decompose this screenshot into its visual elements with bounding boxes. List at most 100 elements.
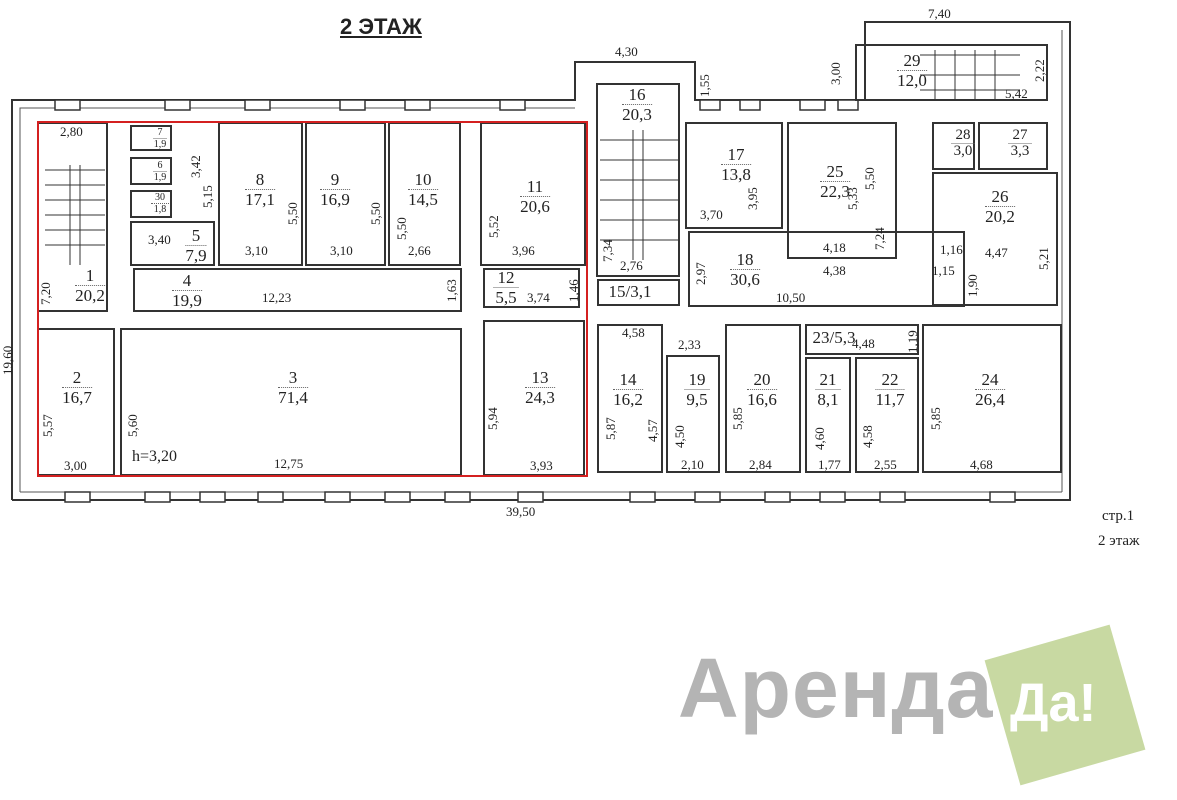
dimension: 5,52	[486, 215, 501, 238]
dimension: 1,90	[965, 274, 980, 297]
dimension: 5,42	[1005, 86, 1028, 101]
room-7	[130, 125, 172, 151]
dimension: 2,84	[749, 457, 772, 472]
dimension: 1,63	[444, 279, 459, 302]
room-27	[978, 122, 1048, 170]
dimension: 5,94	[485, 407, 500, 430]
room-19	[666, 355, 720, 473]
dimension: 3,74	[527, 290, 550, 305]
dimension: 3,40	[148, 232, 171, 247]
room-8	[218, 122, 303, 266]
room-20	[725, 324, 801, 473]
room-21	[805, 357, 851, 473]
dimension: 3,10	[245, 243, 268, 258]
dimension: 2,80	[60, 124, 83, 139]
room-12	[483, 268, 580, 308]
logo-badge-text: Да!	[1010, 673, 1097, 733]
dimension: 5,50	[862, 167, 877, 190]
dimension: 3,93	[530, 458, 553, 473]
dimension: 4,38	[823, 263, 846, 278]
dimension: 2,55	[874, 457, 897, 472]
page-number: стр.1	[1102, 508, 1135, 524]
ceiling-height: h=3,20	[132, 448, 178, 465]
floor-note: 2 этаж	[1098, 533, 1140, 549]
dimension: 5,50	[368, 202, 383, 225]
dimension: 10,50	[776, 290, 806, 305]
room-22	[855, 357, 919, 473]
dimension: 4,68	[970, 457, 993, 472]
dimension: 5,15	[200, 185, 215, 208]
dimension: 7,40	[928, 6, 951, 21]
dimension: 5,50	[285, 202, 300, 225]
dimension: 5,85	[928, 407, 943, 430]
room-label: 23/5,3	[812, 328, 856, 347]
dimension: 4,58	[860, 425, 875, 448]
room-25	[787, 122, 897, 259]
room-24	[922, 324, 1062, 473]
dimension: 1,46	[566, 279, 581, 302]
dimension: 1,77	[818, 457, 841, 472]
room-11	[480, 122, 586, 266]
dimension: 3,96	[512, 243, 535, 258]
room-29	[855, 44, 1048, 101]
logo-wordmark: Аренда	[678, 641, 994, 735]
dimension: 3,95	[745, 187, 760, 210]
dimension: 4,18	[823, 240, 846, 255]
dimension: 5,60	[125, 414, 140, 437]
room-15	[597, 279, 680, 306]
dimension: 19,60	[0, 345, 15, 375]
dimension: 4,58	[622, 325, 645, 340]
dimension: 39,50	[506, 504, 536, 519]
room-23	[805, 324, 919, 355]
dimension: 3,70	[700, 207, 723, 222]
dimension: 5,85	[730, 407, 745, 430]
dimension: 5,57	[40, 414, 55, 437]
room-4-corridor	[133, 268, 462, 312]
dimension: 5,33	[845, 187, 860, 210]
dimension: 2,33	[678, 337, 701, 352]
dimension: 3,00	[828, 62, 843, 85]
leased-area-highlight	[37, 121, 588, 477]
floor-title: 2 ЭТАЖ	[340, 14, 422, 39]
dimension: 4,30	[615, 44, 638, 59]
room-5	[130, 221, 215, 266]
dimension: 1,19	[905, 330, 920, 353]
dimension: 1,15	[932, 263, 955, 278]
dimension: 3,42	[188, 155, 203, 178]
dimension: 1,55	[697, 74, 712, 97]
room-6	[130, 157, 172, 185]
dimension: 4,57	[645, 419, 660, 442]
room-9	[305, 122, 386, 266]
room-17	[685, 122, 783, 229]
dimension: 1,16	[940, 242, 963, 257]
dimension: 5,21	[1036, 247, 1051, 270]
dimension: 12,23	[262, 290, 292, 305]
dimension: 4,47	[985, 245, 1008, 260]
dimension: 2,97	[693, 262, 708, 285]
dimension: 2,10	[681, 457, 704, 472]
room-16	[596, 83, 680, 277]
